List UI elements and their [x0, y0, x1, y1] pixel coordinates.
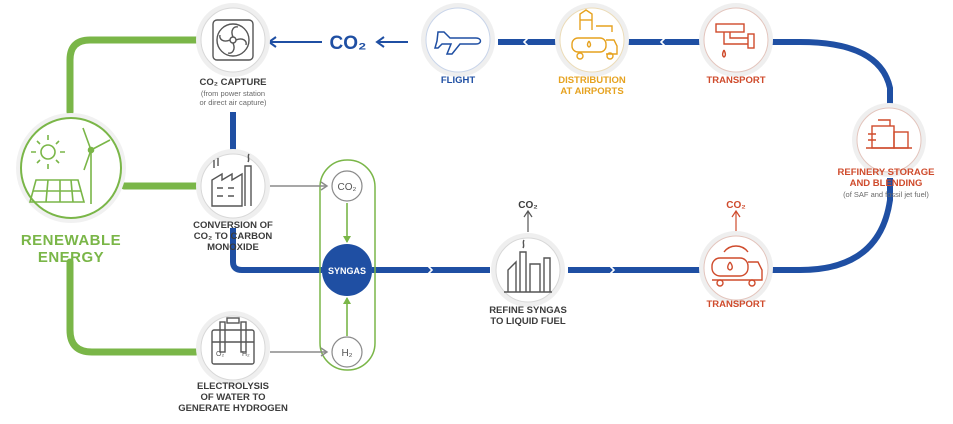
renewable-energy-label: RENEWABLE ENERGY: [14, 232, 128, 267]
factory-icon: [211, 153, 252, 207]
syngas-label: SYNGAS: [328, 266, 366, 276]
airport-fuel-truck-icon: [571, 9, 618, 60]
blue-line-refinery-to-transport: [770, 39, 893, 104]
renewable-line1: RENEWABLE: [20, 232, 122, 249]
refine-line2: TO LIQUID FUEL: [490, 315, 566, 327]
refine-node: CO₂: [491, 200, 565, 307]
refinery-icon: [504, 239, 552, 293]
renewable-line2: ENERGY: [37, 249, 105, 267]
electrolysis-label: ELECTROLYSIS OF WATER TO GENERATE HYDROG…: [163, 381, 303, 415]
conversion-line3: MONOXIDE: [207, 241, 259, 253]
syngas-node: [322, 244, 372, 296]
chevron-icon: [427, 265, 434, 275]
transport-top-text: TRANSPORT: [706, 75, 766, 86]
airplane-icon: [434, 31, 482, 55]
distribution-label: DISTRIBUTION AT AIRPORTS: [542, 75, 642, 98]
flight-node: [421, 3, 495, 77]
electrolysis-line1: ELECTROLYSIS: [197, 381, 269, 392]
distribution-line2: AT AIRPORTS: [560, 85, 624, 97]
transport-top-label: TRANSPORT: [686, 75, 786, 87]
electrolysis-cell-icon: [211, 317, 255, 365]
refinery-line2: AND BLENDING: [849, 177, 923, 189]
distribution-line1: DISTRIBUTION: [558, 75, 626, 86]
h2-label: H₂: [242, 351, 250, 358]
blue-line-transport-to-refinery: [770, 178, 893, 273]
conversion-label: CONVERSION OF CO₂ TO CARBON MONOXIDE: [173, 220, 293, 254]
co2-input-circle: [331, 170, 363, 202]
chevron-icon: [659, 37, 666, 47]
chevron-icon: [609, 265, 616, 275]
solar-panel-wind-turbine-icon: [28, 127, 111, 204]
green-line-to-capture: [66, 36, 204, 116]
fan-icon: [212, 19, 254, 61]
flight-label: FLIGHT: [408, 75, 508, 87]
refinery-line1: REFINERY STORAGE: [837, 167, 935, 178]
flow-chevrons: [427, 37, 666, 275]
flight-co2-emission: CO₂: [267, 33, 408, 54]
tanker-truck-icon: [711, 245, 763, 287]
transport-top-node: [699, 3, 773, 77]
conversion-node: [196, 149, 270, 223]
transport-bottom-node: CO₂: [699, 200, 773, 305]
chevron-icon: [522, 37, 529, 47]
flight-co2-label: CO₂: [330, 33, 367, 54]
co2-input-label: CO₂: [338, 182, 357, 193]
co2-capture-title: CO₂ CAPTURE: [199, 77, 267, 88]
renewable-energy-node: [16, 113, 126, 223]
conversion-line2: CO₂ TO CARBON: [193, 230, 273, 242]
electrolysis-node: O₂ H₂: [196, 311, 270, 385]
storage-tank-icon: [866, 119, 912, 149]
h2-input-circle: [331, 336, 363, 368]
o2-label: O₂: [216, 351, 224, 358]
flight-text: FLIGHT: [440, 75, 476, 86]
transport-co2-label: CO₂: [726, 200, 745, 211]
conversion-line1: CONVERSION OF: [193, 220, 273, 231]
co2-capture-label: CO₂ CAPTURE (from power station or direc…: [173, 77, 293, 107]
electrolysis-line3: GENERATE HYDROGEN: [178, 402, 288, 414]
blue-line-conversion-to-syngas: [230, 228, 322, 273]
pipeline-icon: [715, 23, 755, 58]
co2-capture-sub1: (from power station: [200, 88, 266, 98]
refine-line1: REFINE SYNGAS: [489, 305, 567, 316]
h2-input-label: H₂: [341, 348, 352, 359]
green-line-to-electrolysis: [66, 258, 200, 356]
syngas-capsule: CO₂ H₂ SYNGAS: [270, 159, 376, 371]
refinery-sub: (of SAF and fossil jet fuel): [843, 189, 929, 199]
co2-capture-sub2: or direct air capture): [199, 97, 267, 107]
co2-capture-node: [196, 3, 270, 77]
transport-bottom-text: TRANSPORT: [706, 299, 766, 310]
transport-bottom-label: TRANSPORT: [686, 299, 786, 311]
electrolysis-line2: OF WATER TO: [200, 391, 266, 403]
refine-co2-label: CO₂: [518, 200, 537, 211]
distribution-node: [555, 3, 629, 77]
green-supply-lines: [66, 36, 204, 356]
refinery-storage-label: REFINERY STORAGE AND BLENDING (of SAF an…: [822, 167, 950, 199]
refinery-storage-node: [852, 103, 926, 177]
refine-label: REFINE SYNGAS TO LIQUID FUEL: [468, 305, 588, 328]
